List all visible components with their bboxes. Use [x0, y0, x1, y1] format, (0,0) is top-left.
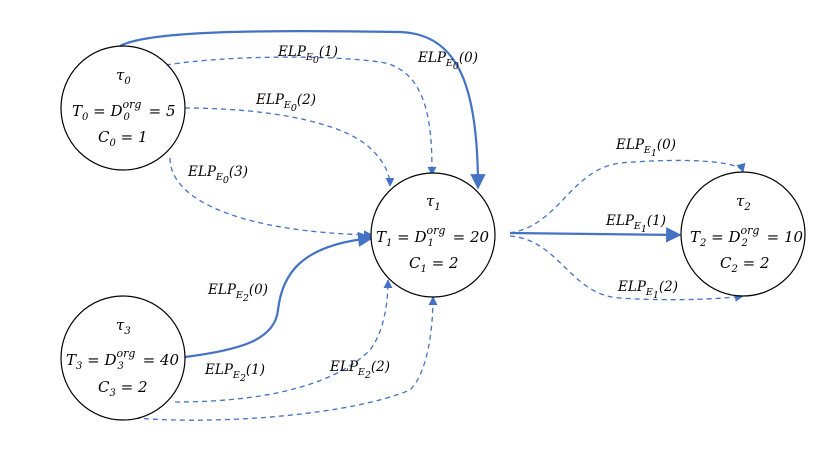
edge-label-e2-0: ELPE2(0)	[207, 282, 268, 304]
edge-label-e2-2: ELPE2(2)	[329, 359, 390, 381]
node-t2-cost: C2 = 2	[720, 254, 770, 275]
edge-e1-1	[509, 227, 682, 243]
edge-label-e0-3: ELPE0(3)	[187, 164, 248, 186]
node-t3-name: τ3	[116, 316, 131, 337]
edge-label-e1-2: ELPE1(2)	[617, 279, 678, 301]
edge-e1-2	[509, 235, 744, 302]
edge-e0-0	[119, 30, 486, 190]
node-t3-cost: C3 = 2	[98, 378, 148, 399]
node-t0-circle	[60, 45, 186, 171]
node-t1-circle	[370, 172, 496, 298]
edge-label-e0-2: ELPE0(2)	[255, 92, 316, 114]
edge-label-e1-0: ELPE1(0)	[615, 137, 676, 159]
node-t2-name: τ2	[736, 192, 751, 213]
edge-e1-0	[509, 159, 746, 234]
edge-label-e0-1: ELPE0(1)	[277, 44, 338, 66]
node-t0-name: τ0	[116, 66, 131, 87]
edge-e0-2	[184, 107, 395, 187]
edge-label-e1-1: ELPE1(1)	[605, 213, 666, 235]
node-t2-circle	[680, 171, 806, 297]
edges-layer	[119, 30, 746, 421]
edge-e2-2	[134, 296, 438, 421]
node-t1-name: τ1	[426, 192, 441, 213]
node-t0-cost: C0 = 1	[98, 128, 148, 149]
edge-e2-1	[174, 279, 393, 403]
edge-label-e2-1: ELPE2(1)	[204, 362, 265, 384]
node-t1-cost: C1 = 2	[409, 254, 459, 275]
edge-labels: ELPE0(1) ELPE0(0) ELPE0(2) ELPE0(3) ELPE…	[187, 44, 678, 384]
node-t3-circle	[60, 295, 186, 421]
edge-label-e0-0: ELPE0(0)	[417, 50, 478, 72]
edge-e0-3	[169, 157, 373, 240]
edge-e0-1	[165, 56, 437, 176]
edge-e2-0	[184, 231, 374, 359]
